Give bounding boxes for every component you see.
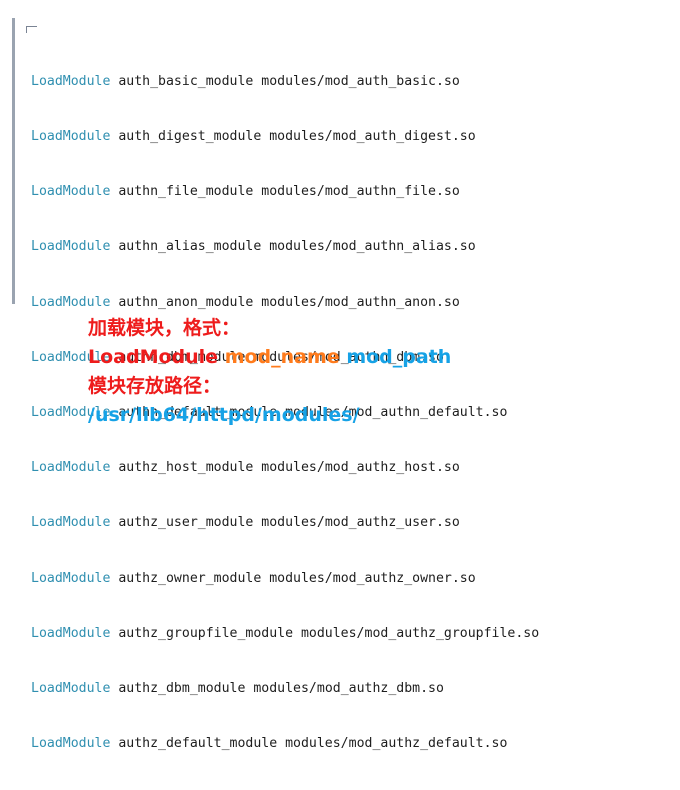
directive-keyword: LoadModule (31, 184, 111, 200)
code-line: LoadModule authn_default_module modules/… (31, 404, 539, 422)
code-line: LoadModule authn_anon_module modules/mod… (31, 294, 539, 312)
code-line: LoadModule authz_user_module modules/mod… (31, 514, 539, 532)
module-name: authz_user_module (118, 515, 254, 531)
code-line: LoadModule authz_host_module modules/mod… (31, 459, 539, 477)
module-name: authz_groupfile_module (118, 625, 294, 641)
code-line: LoadModule authn_dbm_module modules/mod_… (31, 349, 539, 367)
directive-keyword: LoadModule (31, 129, 111, 145)
module-path: modules/mod_auth_basic.so (261, 73, 460, 89)
location-value: /usr/lib64/httpd/modules/ (88, 404, 360, 426)
code-line: LoadModule authz_groupfile_module module… (31, 625, 539, 643)
directive-keyword: LoadModule (31, 405, 111, 421)
syntax-keyword: LoadModule (88, 346, 219, 368)
directive-keyword: LoadModule (31, 681, 111, 697)
module-path: modules/mod_authz_groupfile.so (300, 625, 540, 641)
module-name: authz_host_module (118, 460, 254, 476)
syntax-line: LoadModule mod_name mod_path (88, 343, 451, 372)
location-label: 模块存放路径： (88, 375, 222, 397)
directive-keyword: LoadModule (31, 625, 111, 641)
directive-keyword: LoadModule (31, 73, 111, 89)
module-name: authz_default_module (118, 736, 278, 752)
directive-keyword: LoadModule (31, 460, 111, 476)
module-name: authn_default_module (118, 405, 278, 421)
module-name: auth_basic_module (118, 73, 254, 89)
code-line: LoadModule authz_owner_module modules/mo… (31, 570, 539, 588)
module-path: modules/mod_authn_dbm.so (253, 349, 444, 365)
code-editor[interactable]: LoadModule auth_basic_module modules/mod… (12, 18, 679, 751)
code-line: LoadModule auth_basic_module modules/mod… (31, 73, 539, 91)
directive-keyword: LoadModule (31, 736, 111, 752)
code-line: LoadModule authz_dbm_module modules/mod_… (31, 680, 539, 698)
code-line: LoadModule authn_file_module modules/mod… (31, 183, 539, 201)
module-path: modules/mod_authn_file.so (261, 184, 460, 200)
module-path: modules/mod_authn_anon.so (261, 294, 460, 310)
module-name: authn_alias_module (118, 239, 262, 255)
module-name: authn_dbm_module (118, 349, 246, 365)
module-name: auth_digest_module (118, 129, 262, 145)
code-line: LoadModule authz_default_module modules/… (31, 735, 539, 753)
module-path: modules/mod_authz_host.so (261, 460, 460, 476)
module-path: modules/mod_authz_owner.so (269, 570, 476, 586)
module-name: authz_owner_module (118, 570, 262, 586)
text-cursor-icon (26, 26, 37, 33)
module-path: modules/mod_authz_dbm.so (253, 681, 444, 697)
module-path: modules/mod_authz_user.so (261, 515, 460, 531)
directive-keyword: LoadModule (31, 515, 111, 531)
syntax-path: mod_path (346, 346, 452, 368)
code-line: LoadModule authn_alias_module modules/mo… (31, 238, 539, 256)
directive-keyword: LoadModule (31, 570, 111, 586)
directive-keyword: LoadModule (31, 239, 111, 255)
format-label: 加载模块，格式： (88, 317, 241, 339)
syntax-name: mod_name (224, 346, 340, 368)
directive-keyword: LoadModule (31, 294, 111, 310)
module-name: authn_anon_module (118, 294, 254, 310)
module-path: modules/mod_auth_digest.so (269, 129, 476, 145)
module-path: modules/mod_authn_default.so (285, 405, 508, 421)
module-name: authn_file_module (118, 184, 254, 200)
annotation-notes: 加载模块，格式： LoadModule mod_name mod_path 模块… (88, 314, 451, 430)
module-name: authz_dbm_module (118, 681, 246, 697)
module-path: modules/mod_authn_alias.so (269, 239, 476, 255)
module-path: modules/mod_authz_default.so (285, 736, 508, 752)
directive-keyword: LoadModule (31, 349, 111, 365)
code-line: LoadModule auth_digest_module modules/mo… (31, 128, 539, 146)
